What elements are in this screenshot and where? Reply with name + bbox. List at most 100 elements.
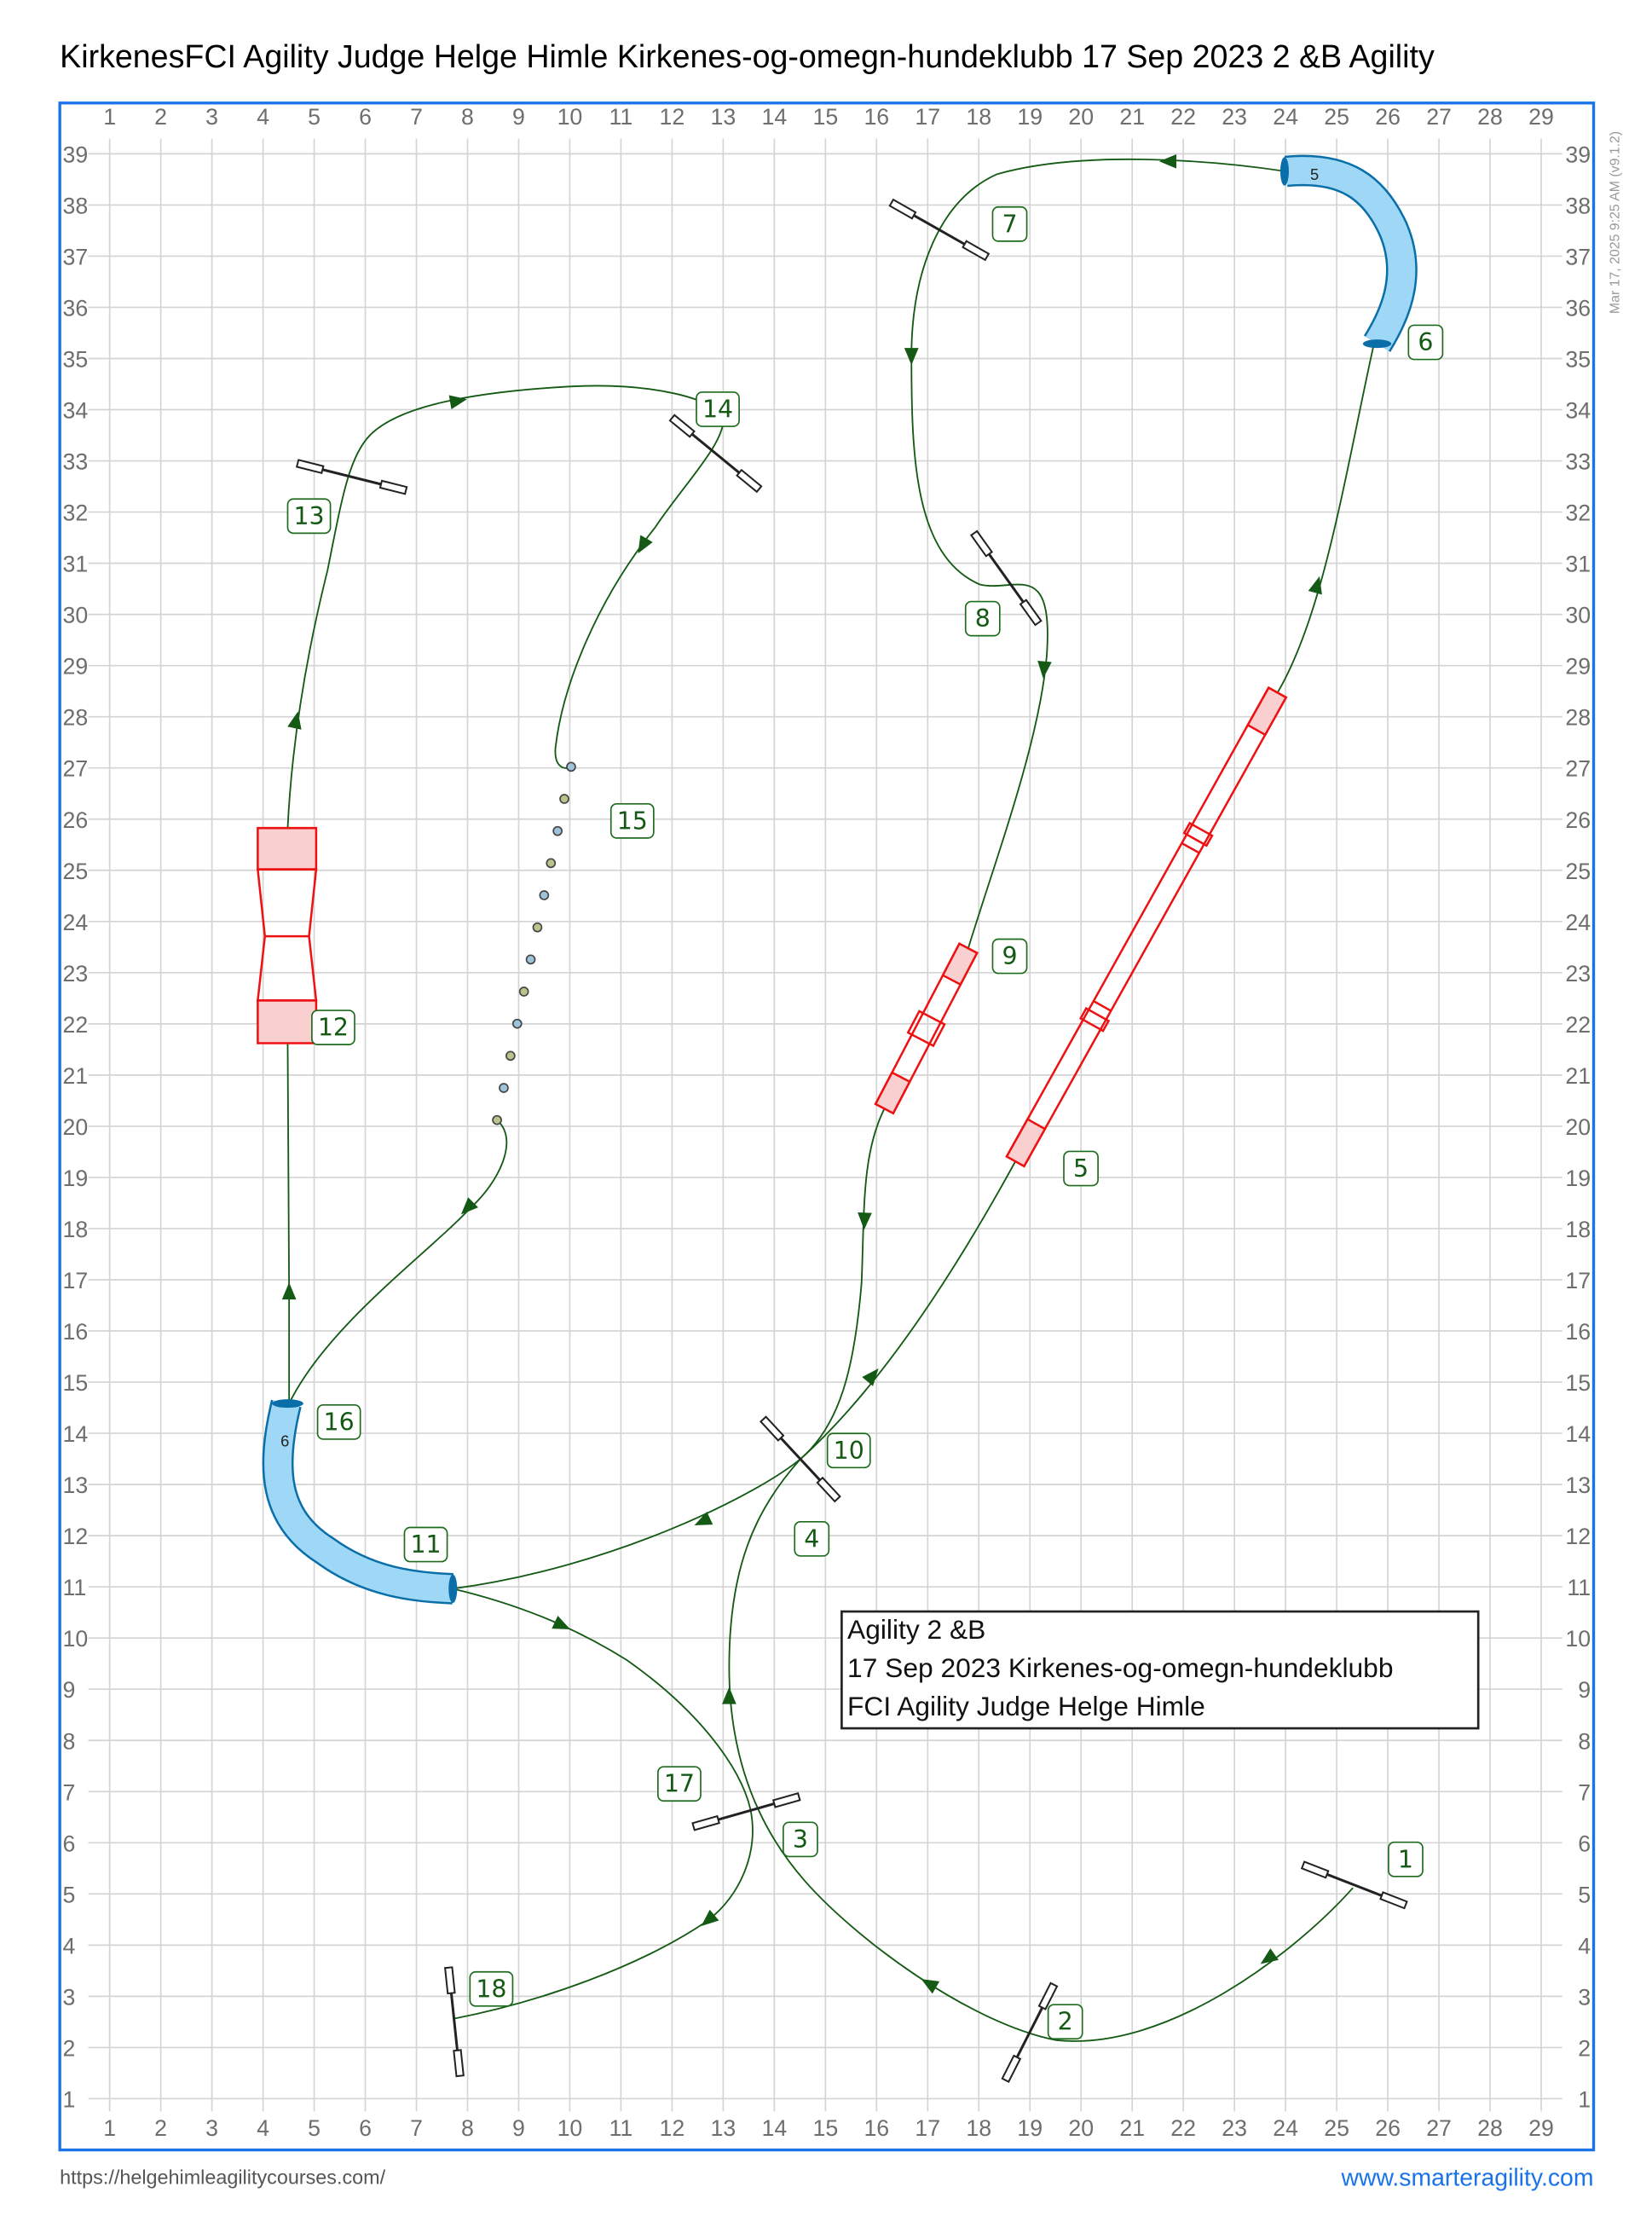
y-axis-label-left: 7: [63, 1779, 76, 1805]
obstacle-number-label: 15: [617, 807, 648, 835]
y-axis-label-right: 30: [1565, 603, 1591, 628]
obstacle-number-label: 1: [1398, 1845, 1413, 1873]
obstacle-number-label: 4: [804, 1524, 819, 1553]
x-axis-label-top: 7: [410, 104, 423, 130]
y-axis-label-left: 18: [63, 1217, 89, 1242]
y-axis-label-right: 17: [1565, 1268, 1591, 1293]
obstacle-number-2: 2: [1047, 2004, 1083, 2040]
weave-pole: [546, 858, 557, 869]
info-box: Agility 2 &B 17 Sep 2023 Kirkenes-og-ome…: [840, 1610, 1480, 1730]
y-axis-label-right: 3: [1578, 1984, 1591, 2010]
y-axis-label-left: 25: [63, 859, 89, 884]
y-axis-label-right: 11: [1567, 1575, 1591, 1600]
course-path: [286, 158, 1376, 2042]
y-axis-label-right: 6: [1578, 1831, 1591, 1856]
direction-arrow: [858, 1212, 872, 1230]
x-axis-label-top: 1: [103, 104, 116, 130]
y-axis-label-right: 10: [1565, 1626, 1591, 1652]
x-axis-label-bottom: 6: [359, 2115, 372, 2141]
y-axis-label-right: 31: [1565, 552, 1591, 577]
tire-12: [256, 826, 318, 1044]
y-axis-label-left: 20: [63, 1114, 89, 1140]
y-axis-label-right: 13: [1565, 1472, 1591, 1498]
x-axis-label-bottom: 2: [154, 2115, 167, 2141]
obstacle-number-label: 10: [834, 1437, 864, 1465]
y-axis-label-left: 4: [63, 1933, 76, 1958]
info-line-1: Agility 2 &B: [847, 1614, 985, 1645]
obstacle-number-label: 6: [1418, 328, 1433, 356]
x-axis-label-bottom: 11: [609, 2115, 633, 2141]
y-axis-label-left: 23: [63, 961, 89, 986]
x-axis-label-bottom: 7: [410, 2115, 423, 2141]
y-axis-label-right: 19: [1565, 1166, 1591, 1191]
y-axis-label-left: 38: [63, 193, 89, 218]
x-axis-label-top: 29: [1528, 104, 1554, 130]
y-axis-label-right: 7: [1578, 1779, 1591, 1805]
footer-smarteragility-link[interactable]: www.smarteragility.com: [1340, 2164, 1593, 2191]
y-axis-label-right: 25: [1565, 859, 1591, 884]
x-axis-label-bottom: 22: [1170, 2115, 1196, 2141]
dogwalk-5: [1005, 686, 1288, 1168]
obstacle-number-10: 10: [826, 1432, 871, 1469]
obstacle-number-8: 8: [964, 600, 1001, 637]
path-9-11: [453, 1108, 886, 1590]
x-axis-label-bottom: 21: [1119, 2115, 1145, 2141]
footer-left-url[interactable]: https://helgehimleagilitycourses.com/: [60, 2166, 385, 2189]
tunnel-left-number: 6: [280, 1432, 289, 1449]
obstacle-number-9: 9: [991, 938, 1028, 975]
y-axis-label-right: 27: [1565, 756, 1591, 782]
jump-13: [295, 459, 408, 495]
obstacle-number-13: 13: [286, 498, 332, 535]
y-axis-label-left: 11: [63, 1575, 87, 1600]
obstacle-number-7: 7: [991, 205, 1028, 242]
obstacle-number-6: 6: [1407, 324, 1444, 361]
y-axis-label-right: 14: [1565, 1421, 1591, 1447]
path-4-5: [800, 1160, 1017, 1460]
weave-pole: [552, 825, 563, 836]
path-5-6: [1276, 342, 1376, 693]
info-line-2: 17 Sep 2023 Kirkenes-og-omegn-hundeklubb: [847, 1652, 1393, 1683]
obstacle-number-18: 18: [469, 1970, 514, 2007]
y-axis-label-left: 32: [63, 500, 89, 526]
jumps: [295, 198, 1408, 2083]
weave-poles-15: [492, 761, 576, 1125]
obstacle-number-label: 18: [476, 1975, 506, 2003]
path-1-2: [1056, 1887, 1354, 2042]
obstacle-number-label: 2: [1058, 2008, 1073, 2036]
x-axis-label-top: 27: [1426, 104, 1452, 130]
x-axis-label-top: 12: [660, 104, 685, 130]
x-axis-label-bottom: 10: [557, 2115, 583, 2141]
x-axis-label-top: 20: [1068, 104, 1094, 130]
timestamp: Mar 17, 2025 9:25 AM (v9.1.2): [1609, 131, 1623, 314]
weave-pole: [492, 1114, 502, 1125]
direction-arrow: [904, 348, 919, 366]
direction-arrow: [694, 1512, 713, 1526]
x-axis-label-bottom: 3: [205, 2115, 218, 2141]
y-axis-label-left: 21: [63, 1063, 89, 1089]
x-axis-label-bottom: 27: [1426, 2115, 1452, 2141]
y-axis-label-left: 5: [63, 1882, 76, 1907]
x-axis-label-bottom: 28: [1477, 2115, 1503, 2141]
obstacle-number-label: 8: [975, 605, 991, 633]
path-6-9: [910, 158, 1286, 948]
y-axis-label-right: 18: [1565, 1217, 1591, 1242]
tunnel-top: 5: [1279, 154, 1418, 352]
y-axis-label-left: 8: [63, 1728, 76, 1754]
y-axis-label-right: 9: [1578, 1677, 1591, 1703]
direction-arrow: [1158, 153, 1176, 169]
x-axis-label-top: 2: [154, 104, 167, 130]
obstacle-number-label: 13: [293, 502, 324, 530]
direction-arrow: [281, 1282, 297, 1300]
direction-arrow: [287, 711, 302, 730]
obstacle-number-5: 5: [1063, 1150, 1099, 1187]
y-axis-label-right: 34: [1565, 398, 1591, 424]
tunnel-left: 6: [262, 1399, 458, 1605]
y-axis-label-right: 15: [1565, 1370, 1591, 1396]
y-axis-label-right: 33: [1565, 449, 1591, 475]
x-axis-label-top: 25: [1324, 104, 1349, 130]
x-axis-label-bottom: 19: [1017, 2115, 1043, 2141]
x-axis-label-bottom: 5: [308, 2115, 321, 2141]
jump-2: [1001, 1981, 1059, 2083]
x-axis-label-bottom: 1: [103, 2115, 116, 2141]
obstacle-number-11: 11: [403, 1526, 448, 1563]
